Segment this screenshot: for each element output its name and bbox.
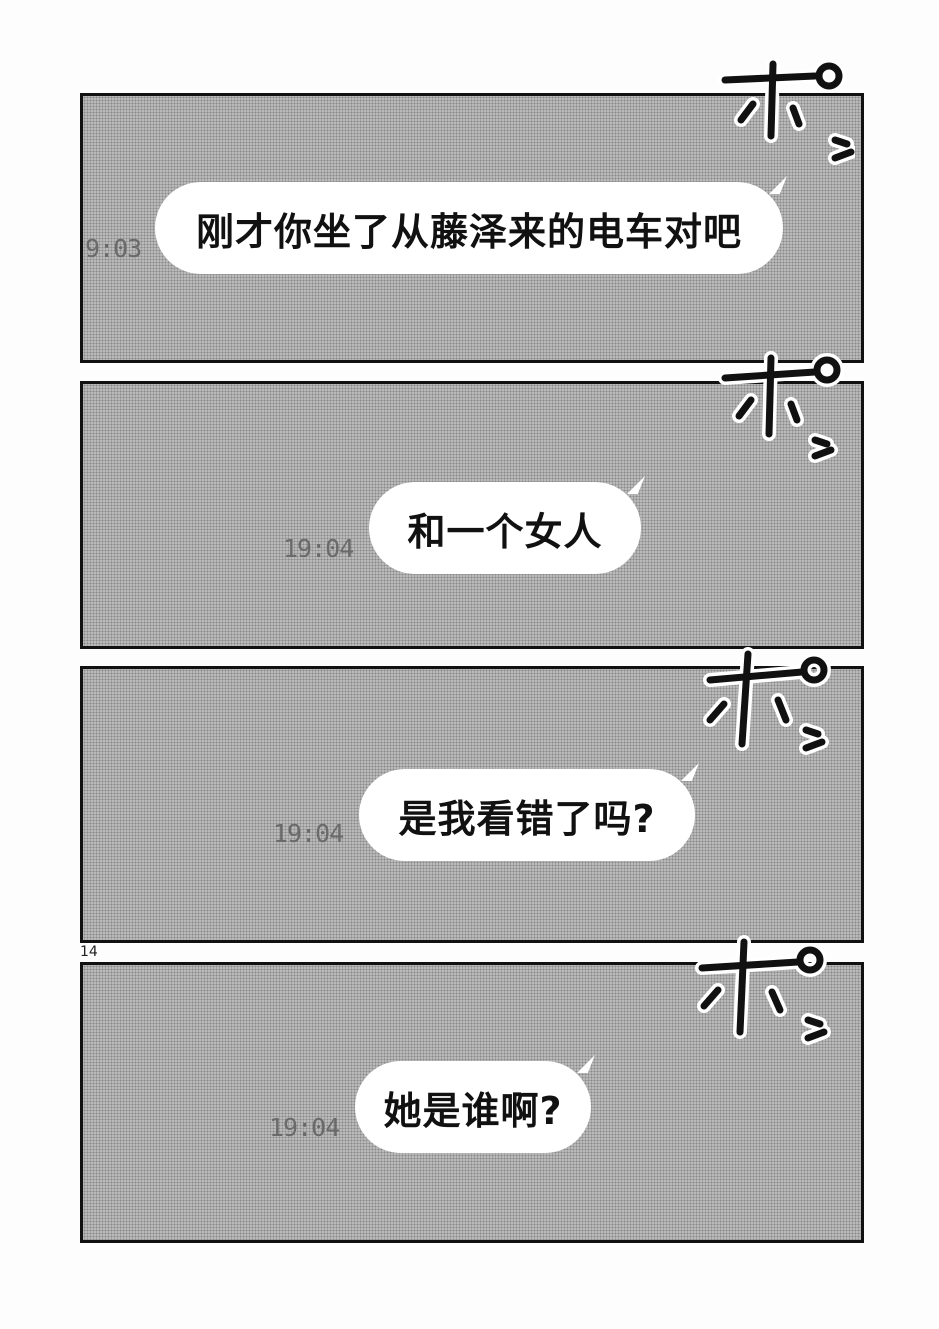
pon-sfx-icon	[695, 935, 831, 1045]
message-text: 是我看错了吗?	[398, 796, 656, 841]
chat-panel-4: 19:04 她是谁啊?	[80, 962, 864, 1243]
message-bubble: 刚才你坐了从藤泽来的电车对吧	[155, 182, 783, 274]
page-number: 14	[80, 944, 98, 960]
message-bubble: 她是谁啊?	[355, 1061, 591, 1153]
timestamp: 19:04	[269, 1113, 340, 1142]
chat-panel-3: 19:04 是我看错了吗?	[80, 666, 864, 943]
message-text: 刚才你坐了从藤泽来的电车对吧	[195, 209, 742, 254]
timestamp: 19:04	[273, 819, 344, 848]
chat-panel-2: 19:04 和一个女人	[80, 381, 864, 649]
message-text: 和一个女人	[407, 509, 603, 554]
chat-panel-1: 9:03 刚才你坐了从藤泽来的电车对吧	[80, 93, 864, 363]
timestamp: 9:03	[85, 234, 142, 263]
timestamp: 19:04	[283, 534, 354, 563]
message-bubble: 是我看错了吗?	[359, 769, 695, 861]
pon-sfx-icon	[718, 351, 844, 463]
pon-sfx-icon	[718, 58, 855, 165]
message-text: 她是谁啊?	[383, 1088, 563, 1133]
pon-sfx-icon	[703, 647, 831, 755]
message-bubble: 和一个女人	[369, 482, 641, 574]
